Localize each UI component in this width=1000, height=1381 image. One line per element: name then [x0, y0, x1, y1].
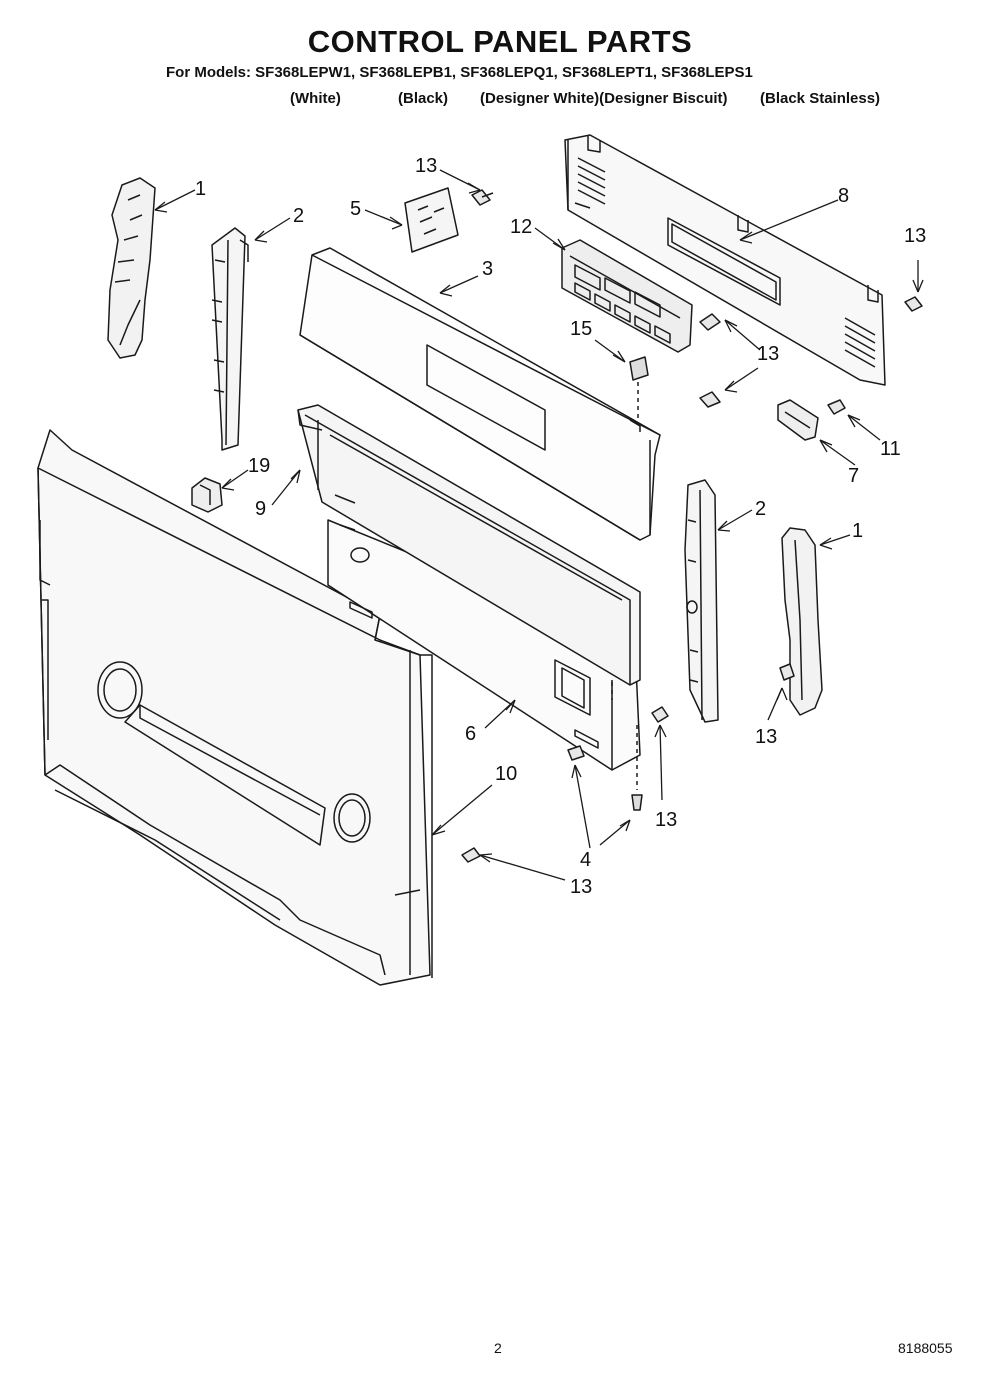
callout-2: 2 — [755, 498, 766, 520]
side-bracket-left-part-2 — [211, 227, 249, 451]
callout-8: 8 — [838, 185, 849, 207]
callout-13: 13 — [757, 343, 779, 365]
callout-numbers: 1 2 5 13 12 8 13 3 15 13 13 11 7 19 9 2 … — [195, 155, 926, 898]
end-cap-left-part-1 — [107, 177, 156, 359]
variant-label: (Black) — [398, 90, 449, 107]
bracket-part-5 — [404, 187, 459, 253]
side-bracket-right-part-2 — [684, 479, 719, 723]
callout-19: 19 — [248, 455, 270, 477]
callout-13: 13 — [570, 876, 592, 898]
clip-part-19 — [191, 477, 223, 513]
callout-13: 13 — [755, 726, 777, 748]
callout-10: 10 — [495, 763, 517, 785]
page-title: CONTROL PANEL PARTS — [307, 24, 693, 59]
clip-part-15 — [629, 356, 649, 420]
rear-panel-part-10 — [37, 429, 433, 986]
callout-9: 9 — [255, 498, 266, 520]
callout-13: 13 — [655, 809, 677, 831]
leader-lines — [154, 169, 924, 881]
callout-5: 5 — [350, 198, 361, 220]
document-number: 8188055 — [898, 1340, 953, 1356]
callout-15: 15 — [570, 318, 592, 340]
screw-part-4 — [611, 682, 643, 811]
end-cap-right-part-1 — [781, 527, 823, 716]
callout-7: 7 — [848, 465, 859, 487]
bracket-part-7 — [777, 399, 819, 441]
models-line: For Models: SF368LEPW1, SF368LEPB1, SF36… — [166, 64, 753, 81]
screws-part-13 — [461, 189, 923, 863]
callout-4: 4 — [580, 849, 591, 871]
variant-label: (Black Stainless) — [760, 90, 881, 107]
callout-12: 12 — [510, 216, 532, 238]
bracket-frame-part-9 — [297, 404, 641, 686]
variant-label: (Designer White)(Designer Biscuit) — [480, 90, 728, 107]
callout-13: 13 — [415, 155, 437, 177]
keypad-part-12 — [561, 239, 693, 353]
callout-1: 1 — [852, 520, 863, 542]
console-panel-part-3 — [299, 247, 661, 541]
callout-2: 2 — [293, 205, 304, 227]
page-number: 2 — [494, 1340, 502, 1356]
callout-11: 11 — [880, 438, 901, 460]
callout-3: 3 — [482, 258, 493, 280]
callout-6: 6 — [465, 723, 476, 745]
rear-top-panel-part-8 — [564, 134, 886, 386]
callout-13: 13 — [904, 225, 926, 247]
variant-label: (White) — [290, 90, 341, 107]
callout-1: 1 — [195, 178, 206, 200]
